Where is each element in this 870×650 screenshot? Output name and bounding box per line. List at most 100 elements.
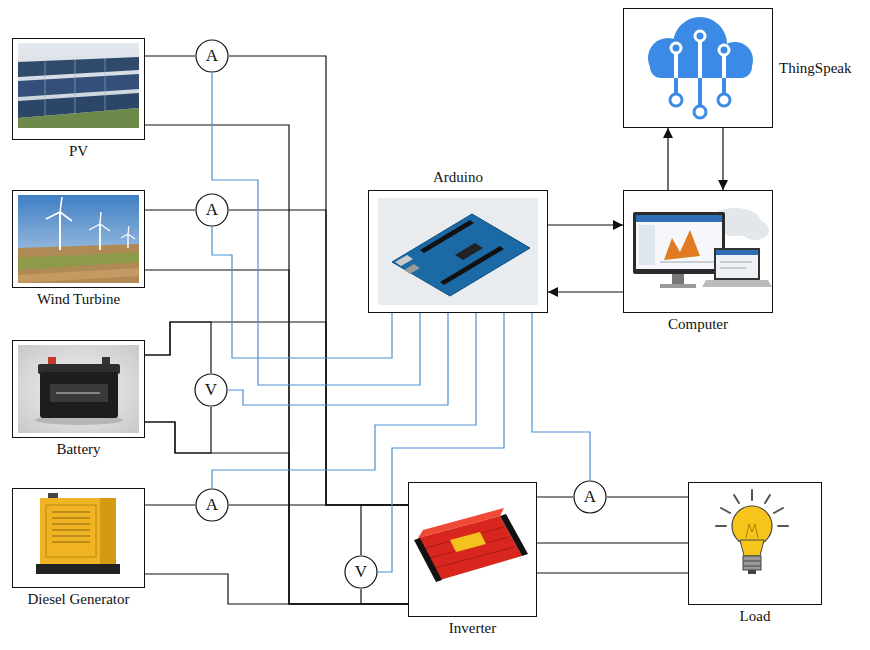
battery-picture: [48, 357, 56, 365]
ammeter-symbol: A: [195, 488, 229, 522]
pv-picture: [18, 108, 139, 128]
diesel-generator-picture: [46, 505, 96, 557]
pv-picture: [75, 59, 76, 114]
inverter-picture: [414, 508, 528, 582]
computer-box: Computer: [623, 190, 773, 313]
diesel-generator-picture: [52, 511, 90, 512]
power-wire: [361, 505, 408, 555]
pv-picture: [18, 43, 139, 128]
data-arrow: [667, 128, 668, 190]
wind-turbine-picture: [46, 212, 60, 219]
light-bulb-picture: [743, 561, 761, 562]
wind-turbine-picture: [18, 252, 139, 270]
wind-turbine-picture: [128, 226, 129, 234]
diesel-generator-picture: [36, 564, 120, 574]
meter-circle: [345, 556, 377, 588]
data-arrow: [722, 128, 723, 190]
thingspeak-cloud-icon: [722, 55, 726, 78]
diesel-generator-picture: [100, 498, 116, 564]
power-wire: [361, 589, 408, 604]
controller-box: Arduino: [368, 190, 548, 313]
computer-picture: [660, 262, 716, 263]
inverter-box: Inverter: [408, 482, 537, 617]
wind-turbine-picture: [89, 224, 100, 230]
light-bulb-picture: [716, 525, 726, 527]
light-bulb-picture: [778, 525, 788, 527]
computer-picture: [720, 262, 752, 263]
light-bulb-picture: [765, 495, 770, 503]
power-wire: [537, 496, 573, 497]
cloud-box: ThingSpeak: [623, 8, 773, 128]
computer-picture: [664, 230, 700, 260]
thingspeak-cloud-icon: [698, 78, 702, 106]
generator-box: Diesel Generator: [12, 488, 145, 588]
computer-picture: [702, 280, 772, 287]
voltmeter-symbol: V: [344, 555, 378, 589]
arduino-picture: [420, 220, 474, 253]
light-bulb-picture: [721, 508, 730, 513]
wind-turbine-picture: [121, 234, 128, 238]
meter-circle: [196, 489, 228, 521]
wind-turbine-picture: [18, 195, 139, 283]
power-wire: [145, 55, 195, 56]
wind-turbine-picture: [18, 244, 139, 283]
diesel-generator-picture: [52, 523, 90, 524]
power-wire: [145, 209, 195, 210]
voltmeter-symbol: V: [194, 373, 228, 407]
meter-letter: A: [206, 200, 218, 220]
power-wire: [145, 270, 408, 604]
computer-picture: [639, 225, 655, 265]
light-bulb-picture: [734, 495, 739, 503]
signal-wire: [378, 313, 504, 572]
pv-picture: [45, 60, 46, 116]
load-box: Load: [688, 482, 822, 605]
light-bulb-picture: [743, 566, 761, 567]
meter-letter: A: [206, 46, 218, 66]
box-label: Arduino: [433, 168, 483, 186]
thingspeak-cloud-icon: [719, 45, 729, 55]
thingspeak-cloud-icon: [674, 78, 678, 94]
power-wire: [145, 322, 408, 505]
box-label: Load: [740, 607, 771, 625]
diesel-generator-picture: [52, 529, 90, 530]
computer-picture: [660, 284, 696, 288]
light-bulb-picture: [743, 556, 761, 570]
wind-turbine-picture: [60, 212, 72, 221]
data-arrow: [548, 224, 623, 225]
diesel-generator-picture: [36, 493, 120, 574]
thingspeak-cloud-icon: [722, 78, 726, 94]
thingspeak-cloud-icon: [648, 17, 753, 118]
ammeter-symbol: A: [195, 193, 229, 227]
power-wire: [145, 322, 211, 373]
light-bulb-picture: [751, 490, 753, 500]
computer-picture: [633, 212, 725, 274]
diesel-generator-picture: [52, 535, 90, 536]
box-label: Computer: [668, 315, 728, 333]
meter-letter: A: [584, 487, 596, 507]
meter-letter: A: [206, 495, 218, 515]
pv-picture: [105, 58, 106, 111]
thingspeak-cloud-icon: [671, 43, 681, 53]
wind-turbine-picture: [60, 197, 62, 212]
signal-wire: [212, 313, 476, 488]
computer-picture: [716, 250, 758, 255]
computer-picture: [714, 248, 760, 280]
box-label: PV: [69, 142, 88, 160]
thingspeak-cloud-icon: [695, 31, 705, 41]
pv-picture: [18, 74, 139, 97]
battery-picture: [50, 384, 108, 402]
power-wire: [145, 422, 408, 604]
battery-picture: [18, 345, 139, 433]
box-label: Inverter: [449, 619, 496, 637]
wind-turbine-picture: [18, 195, 139, 283]
ammeter-symbol: A: [573, 480, 607, 514]
arduino-picture: [378, 198, 538, 305]
diesel-generator-picture: [52, 541, 90, 542]
ammeter-symbol: A: [195, 39, 229, 73]
wind-turbine-picture: [127, 234, 128, 248]
meter-circle: [196, 40, 228, 72]
meter-circle: [195, 374, 227, 406]
wind-turbine-picture: [99, 224, 101, 250]
